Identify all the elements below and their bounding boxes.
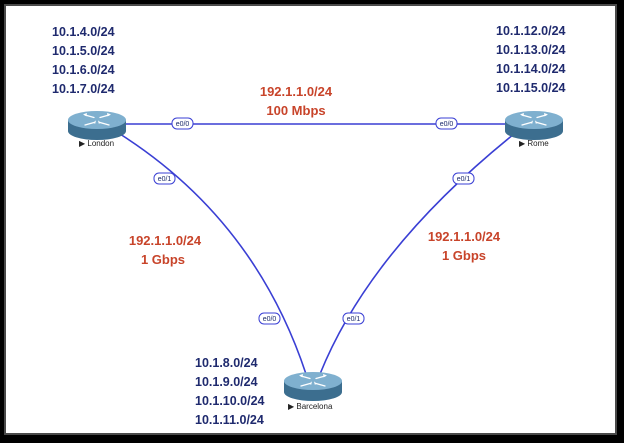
- router-london[interactable]: [67, 110, 127, 141]
- router-icon: [504, 110, 564, 141]
- subnet-item: 10.1.9.0/24: [195, 375, 258, 389]
- router-barcelona[interactable]: [283, 371, 343, 402]
- subnet-list-london: 10.1.4.0/24 10.1.5.0/24 10.1.6.0/24 10.1…: [52, 25, 115, 96]
- link-speed-london-barcelona: 1 Gbps: [141, 252, 185, 267]
- subnet-item: 10.1.12.0/24: [496, 24, 566, 38]
- link-london-barcelona: [119, 133, 307, 375]
- router-label-rome: ▶ Rome: [519, 139, 549, 148]
- play-arrow-icon: ▶: [288, 402, 296, 411]
- subnet-item: 10.1.13.0/24: [496, 43, 566, 57]
- router-name-rome: Rome: [527, 139, 549, 148]
- subnet-item: 10.1.10.0/24: [195, 394, 265, 408]
- iface-label: e0/0: [263, 316, 277, 323]
- router-label-barcelona: ▶ Barcelona: [288, 402, 333, 411]
- router-label-london: ▶ London: [79, 139, 114, 148]
- iface-badge-london-lr: e0/0: [171, 117, 194, 130]
- iface-badge-barcelona-lb: e0/0: [258, 312, 281, 325]
- subnet-item: 10.1.6.0/24: [52, 63, 115, 77]
- iface-badge-barcelona-rb: e0/1: [342, 312, 365, 325]
- link-speed-rome-barcelona: 1 Gbps: [442, 248, 486, 263]
- subnet-item: 10.1.7.0/24: [52, 82, 115, 96]
- iface-label: e0/1: [347, 316, 361, 323]
- subnet-item: 10.1.15.0/24: [496, 81, 566, 95]
- iface-label: e0/1: [158, 176, 172, 183]
- link-speed-london-rome: 100 Mbps: [266, 103, 325, 118]
- subnet-item: 10.1.14.0/24: [496, 62, 566, 76]
- link-labels: 192.1.1.0/24 100 Mbps 192.1.1.0/24 1 Gbp…: [129, 84, 501, 267]
- subnet-item: 10.1.4.0/24: [52, 25, 115, 39]
- play-arrow-icon: ▶: [519, 139, 527, 148]
- play-arrow-icon: ▶: [79, 139, 87, 148]
- iface-label: e0/0: [176, 121, 190, 128]
- iface-badge-london-lb: e0/1: [153, 172, 176, 185]
- link-rome-barcelona: [319, 133, 515, 375]
- subnet-list-rome: 10.1.12.0/24 10.1.13.0/24 10.1.14.0/24 1…: [496, 24, 566, 95]
- router-name-london: London: [87, 139, 114, 148]
- router-name-barcelona: Barcelona: [296, 402, 333, 411]
- subnet-item: 10.1.11.0/24: [195, 413, 264, 427]
- link-network-rome-barcelona: 192.1.1.0/24: [428, 229, 501, 244]
- router-icon: [283, 371, 343, 402]
- iface-badge-rome-rb: e0/1: [452, 172, 475, 185]
- interface-badges: e0/0 e0/0 e0/1 e0/1 e0/0 e0/1: [153, 117, 475, 325]
- subnet-item: 10.1.8.0/24: [195, 356, 258, 370]
- iface-label: e0/1: [457, 176, 471, 183]
- iface-badge-rome-lr: e0/0: [435, 117, 458, 130]
- iface-label: e0/0: [440, 121, 454, 128]
- subnet-list-barcelona: 10.1.8.0/24 10.1.9.0/24 10.1.10.0/24 10.…: [195, 356, 265, 427]
- diagram-frame: [4, 4, 617, 435]
- subnet-item: 10.1.5.0/24: [52, 44, 115, 58]
- router-icon: [67, 110, 127, 141]
- link-network-london-rome: 192.1.1.0/24: [260, 84, 333, 99]
- router-rome[interactable]: [504, 110, 564, 141]
- link-network-london-barcelona: 192.1.1.0/24: [129, 233, 202, 248]
